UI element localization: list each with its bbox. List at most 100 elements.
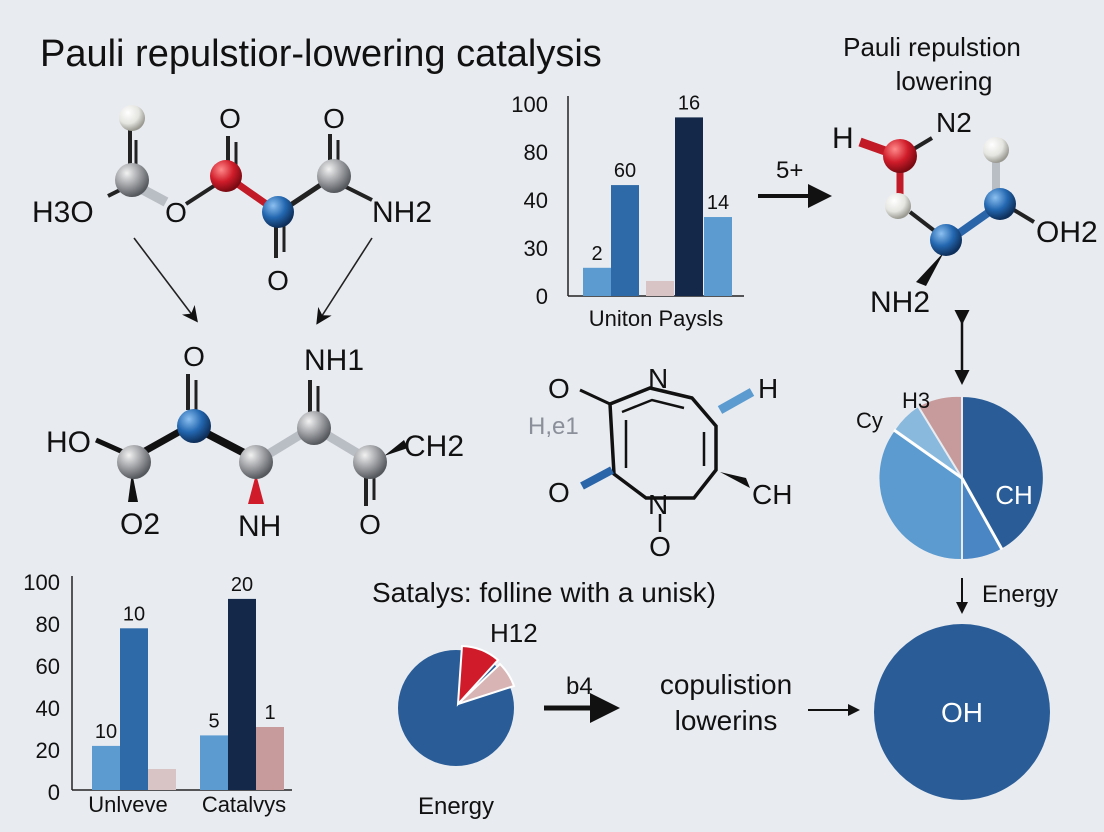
arrow-label-5plus: 5+ — [776, 157, 803, 184]
label-nh: NH — [238, 510, 281, 543]
category-label: Unlveve — [88, 792, 167, 817]
right-title-line1: Pauli repulstion — [843, 32, 1021, 62]
arrow-down-right — [133, 237, 198, 323]
hydrogen-atom — [885, 193, 911, 219]
label-oh2: OH2 — [1036, 216, 1098, 249]
label-ch2: CH2 — [404, 430, 464, 463]
carbon-atom — [297, 411, 331, 445]
carbon-atom — [239, 445, 273, 479]
y-tick-label: 0 — [48, 780, 60, 805]
label-nh2: NH2 — [372, 196, 432, 229]
ring-label-ch: CH — [752, 479, 792, 510]
bar-value-label: 5 — [208, 710, 219, 732]
arrow-label-b4: b4 — [566, 673, 593, 700]
energy-label: Energy — [982, 581, 1058, 608]
y-tick-label: 100 — [511, 92, 548, 117]
y-tick-label: 40 — [524, 188, 548, 213]
ring-label-o: O — [548, 477, 570, 508]
hydrogen-atom — [119, 105, 145, 131]
label-n2: N2 — [936, 107, 972, 138]
y-tick-label: 40 — [36, 696, 60, 721]
bar — [148, 769, 176, 790]
nitrogen-atom — [930, 224, 962, 256]
label-o: O — [323, 103, 345, 134]
label-h: H — [832, 122, 854, 155]
label-o: O — [183, 341, 205, 372]
nitrogen-atom — [984, 188, 1016, 220]
bar — [92, 745, 120, 790]
nitrogen-atom — [262, 196, 294, 228]
carbon-atom — [115, 163, 149, 197]
label-o: O — [165, 197, 187, 228]
pie-label-cy: Cy — [856, 408, 883, 433]
oh-circle — [874, 624, 1050, 800]
bar — [583, 267, 611, 296]
molecule-top-left: H3O O O O O NH2 — [32, 103, 432, 296]
ring-label-o: O — [548, 373, 570, 404]
y-tick-label: 60 — [36, 654, 60, 679]
bar — [200, 735, 228, 790]
pie-chart-small: H12 Energy — [398, 618, 538, 820]
nitrogen-atom — [177, 409, 211, 443]
arrow-down-left — [316, 237, 373, 325]
label-o: O — [219, 103, 241, 134]
pie-small-label: H12 — [490, 618, 538, 648]
bar-chart-bottom: 100 80 60 40 20 0 10 10 5 20 1 Unlveve Catalvys — [23, 570, 292, 817]
bar-value-label: 60 — [614, 160, 636, 182]
ring-label-n: N — [648, 363, 668, 394]
pie-label-ch: CH — [995, 480, 1033, 510]
right-title-line2: lowering — [896, 66, 993, 96]
y-tick-label: 80 — [36, 612, 60, 637]
oh-circle-label: OH — [941, 697, 983, 728]
y-tick-label: 80 — [524, 140, 548, 165]
molecule-right-top: H N2 OH2 NH2 — [832, 107, 1098, 319]
bar — [120, 628, 148, 790]
pie-chart-right: H3 Cy CH — [856, 388, 1045, 562]
pie-small-energy-label: Energy — [418, 793, 494, 820]
carbon-atom — [353, 445, 387, 479]
bar-chart-top: 100 80 40 30 0 2 60 16 14 Uniton Paysls — [511, 92, 744, 331]
copulistion-line1: copulistion — [660, 669, 792, 700]
bar-value-label: 10 — [95, 721, 117, 743]
bar-value-label: 1 — [264, 702, 275, 724]
copulistion-line2: lowerins — [675, 705, 778, 736]
hydrogen-atom — [983, 137, 1009, 163]
bar — [611, 185, 639, 296]
label-o: O — [359, 509, 381, 540]
label-ho: HO — [46, 426, 91, 459]
y-tick-label: 30 — [524, 236, 548, 261]
category-label: Catalvys — [202, 792, 286, 817]
ring-label-n: N — [648, 489, 668, 520]
bar — [704, 217, 732, 296]
label-nh1: NH1 — [304, 344, 364, 377]
label-h3o: H3O — [32, 196, 94, 229]
carbon-atom — [117, 445, 151, 479]
bar — [228, 598, 256, 790]
ring-label-h: H — [758, 373, 778, 404]
y-tick-label: 100 — [23, 570, 60, 595]
oxygen-atom — [883, 139, 917, 173]
x-axis-label: Uniton Paysls — [589, 306, 724, 331]
main-title: Pauli repulstior-lowering catalysis — [40, 33, 602, 75]
molecule-mid-left: O NH1 HO CH2 O2 NH O — [46, 341, 464, 543]
label-o2: O2 — [120, 508, 160, 541]
bar — [675, 117, 703, 297]
bar — [646, 280, 674, 296]
bar-value-label: 14 — [707, 192, 729, 214]
pie-label-h3: H3 — [902, 388, 930, 413]
bar — [256, 727, 284, 790]
bar-value-label: 16 — [678, 92, 700, 114]
bar-value-label: 20 — [231, 574, 253, 596]
bar-value-label: 2 — [591, 243, 602, 265]
ring-label-o: O — [649, 531, 671, 562]
label-nh2: NH2 — [870, 286, 930, 319]
bar-value-label: 10 — [123, 603, 145, 625]
carbon-atom — [317, 159, 351, 193]
ring-molecule: O N H H,e1 O CH N O — [528, 363, 792, 562]
y-tick-label: 20 — [36, 738, 60, 763]
ring-label-he1: H,e1 — [528, 413, 579, 440]
y-tick-label: 0 — [536, 284, 548, 309]
oxygen-atom — [210, 160, 242, 192]
